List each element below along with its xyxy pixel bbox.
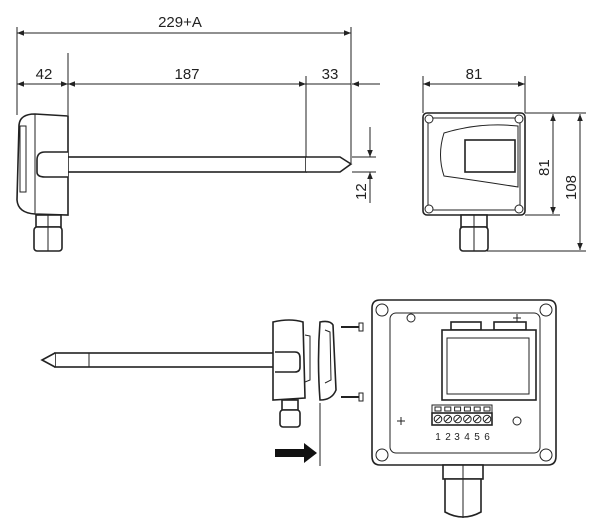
screw-icon <box>375 303 553 462</box>
terminal-screw-slot <box>474 416 481 422</box>
dimension-housing-height: 81 <box>536 159 553 176</box>
terminal-number: 4 <box>464 432 470 443</box>
terminal-number: 5 <box>474 432 480 443</box>
terminal-slot <box>444 406 452 412</box>
terminal-screw-slot <box>464 416 471 422</box>
dimension-probe-length: 187 <box>174 66 199 83</box>
dimension-probe-tip: 33 <box>322 66 339 83</box>
display-window <box>464 139 516 173</box>
side-view-dimensions: 229+A 42 187 33 12 <box>16 14 380 203</box>
terminal-screw-slot <box>484 416 490 422</box>
front-view-dimensions: 81 81 108 <box>422 66 586 252</box>
dimension-housing-width: 81 <box>466 66 483 83</box>
terminal-slot <box>463 406 471 412</box>
terminal-screw-slot <box>444 416 451 422</box>
terminal-numbers: 1 2 3 4 5 6 <box>435 432 490 443</box>
terminal-slot <box>454 406 462 412</box>
dimension-total-height: 108 <box>563 175 580 200</box>
exploded-side-view <box>40 319 364 466</box>
terminal-number: 2 <box>445 432 451 443</box>
housing-cover <box>317 320 337 401</box>
terminal-number: 3 <box>454 432 460 443</box>
terminal-number: 1 <box>435 432 441 443</box>
terminal-slot <box>483 406 491 412</box>
front-view-device <box>422 112 526 252</box>
screw-icon <box>424 114 524 214</box>
terminal-screw-slot <box>435 416 441 422</box>
terminal-screws <box>433 406 492 424</box>
arrow-right-icon <box>275 443 317 463</box>
dimension-overall-length: 229+A <box>158 14 202 31</box>
screw-icon <box>341 322 364 402</box>
open-housing-view: 1 2 3 4 5 6 <box>371 299 557 518</box>
terminal-number: 6 <box>484 432 490 443</box>
terminal-screw-slot <box>454 416 461 422</box>
terminal-slot <box>434 406 442 412</box>
dimension-housing-depth: 42 <box>36 66 53 83</box>
side-view-device <box>16 113 353 252</box>
dimension-probe-diameter: 12 <box>353 183 370 200</box>
terminal-slot <box>473 406 481 412</box>
